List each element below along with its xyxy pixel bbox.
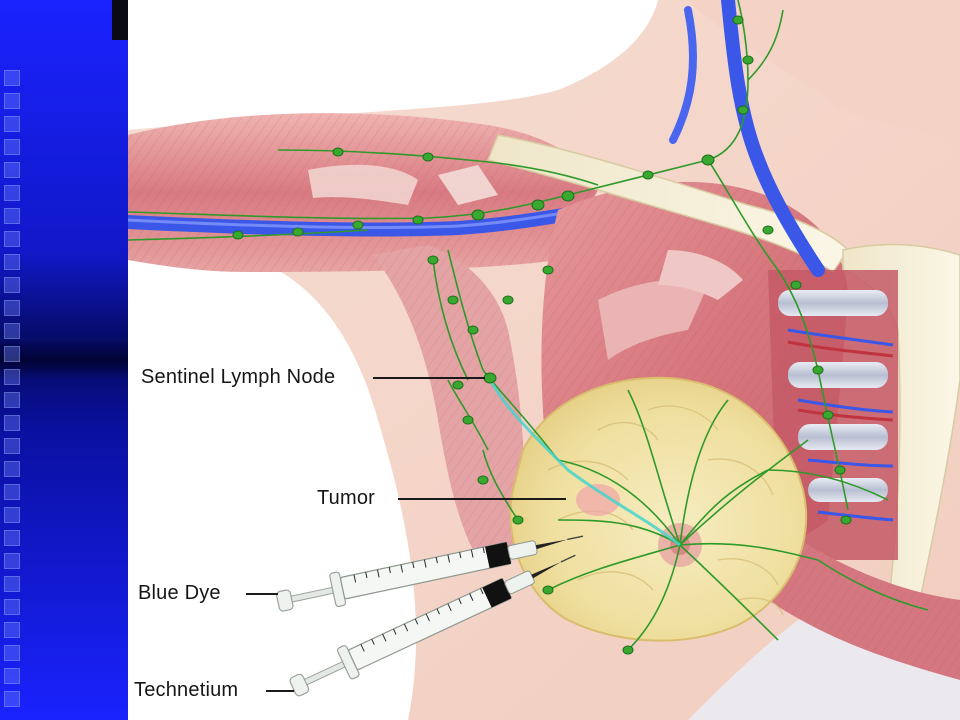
sidebar-square: [4, 346, 20, 362]
jugular-vein-branch: [669, 6, 697, 144]
clavicle: [486, 134, 849, 274]
jugular-vein: [721, 0, 825, 277]
leader-sentinel-lymph-node: [373, 377, 485, 379]
slide-sidebar: [0, 0, 128, 720]
breast-tissue: [509, 376, 808, 642]
background-white-top: [128, 0, 658, 130]
dye-lymph-path: [486, 374, 681, 547]
sidebar-square: [4, 70, 20, 86]
sidebar-square: [4, 185, 20, 201]
sidebar-square: [4, 323, 20, 339]
sidebar-square: [4, 622, 20, 638]
sidebar-square: [4, 599, 20, 615]
sidebar-square: [4, 645, 20, 661]
sidebar-square: [4, 507, 20, 523]
sidebar-square: [4, 139, 20, 155]
pectoralis-minor: [598, 280, 708, 360]
label-tumor: Tumor: [317, 487, 376, 509]
leader-blue-dye: [246, 593, 278, 595]
sidebar-square: [4, 162, 20, 178]
sidebar-black-cap: [112, 0, 128, 40]
sidebar-square: [4, 116, 20, 132]
arm-tendon-2: [438, 165, 498, 205]
pectoralis-minor-cut: [658, 250, 743, 300]
sidebar-square: [4, 461, 20, 477]
technetium-syringe: [289, 554, 576, 697]
label-blue-dye: Blue Dye: [138, 582, 221, 604]
sidebar-square: [4, 576, 20, 592]
sidebar-square: [4, 530, 20, 546]
sidebar-square: [4, 208, 20, 224]
sidebar-square: [4, 691, 20, 707]
neck-skin: [688, 0, 960, 150]
lymph-vessels: [128, 0, 929, 651]
tumor-spot: [576, 484, 620, 516]
sidebar-square: [4, 369, 20, 385]
label-sentinel-lymph-node: Sentinel Lymph Node: [141, 366, 336, 388]
sidebar-square: [4, 415, 20, 431]
breast-lobules: [547, 405, 784, 616]
sidebar-square: [4, 484, 20, 500]
chest-skin-lower: [688, 600, 960, 720]
leader-tumor: [398, 498, 566, 500]
sidebar-square: [4, 231, 20, 247]
sidebar-square: [4, 438, 20, 454]
blue-dye-syringe: [276, 535, 584, 612]
sidebar-square: [4, 277, 20, 293]
sidebar-square: [4, 300, 20, 316]
sidebar-square: [4, 254, 20, 270]
sentinel-node-illustration: [128, 0, 960, 720]
sidebar-square: [4, 668, 20, 684]
sidebar-dark-band: [0, 340, 128, 380]
axillary-vein-highlight: [128, 206, 599, 230]
sidebar-square: [4, 93, 20, 109]
sidebar-square: [4, 553, 20, 569]
intercostal-vessels: [787, 328, 894, 522]
biceps-tendon: [308, 164, 418, 205]
sidebar-square: [4, 392, 20, 408]
label-technetium: Technetium: [134, 679, 239, 701]
lymph-nodes: [232, 15, 852, 655]
leader-technetium: [266, 690, 294, 692]
